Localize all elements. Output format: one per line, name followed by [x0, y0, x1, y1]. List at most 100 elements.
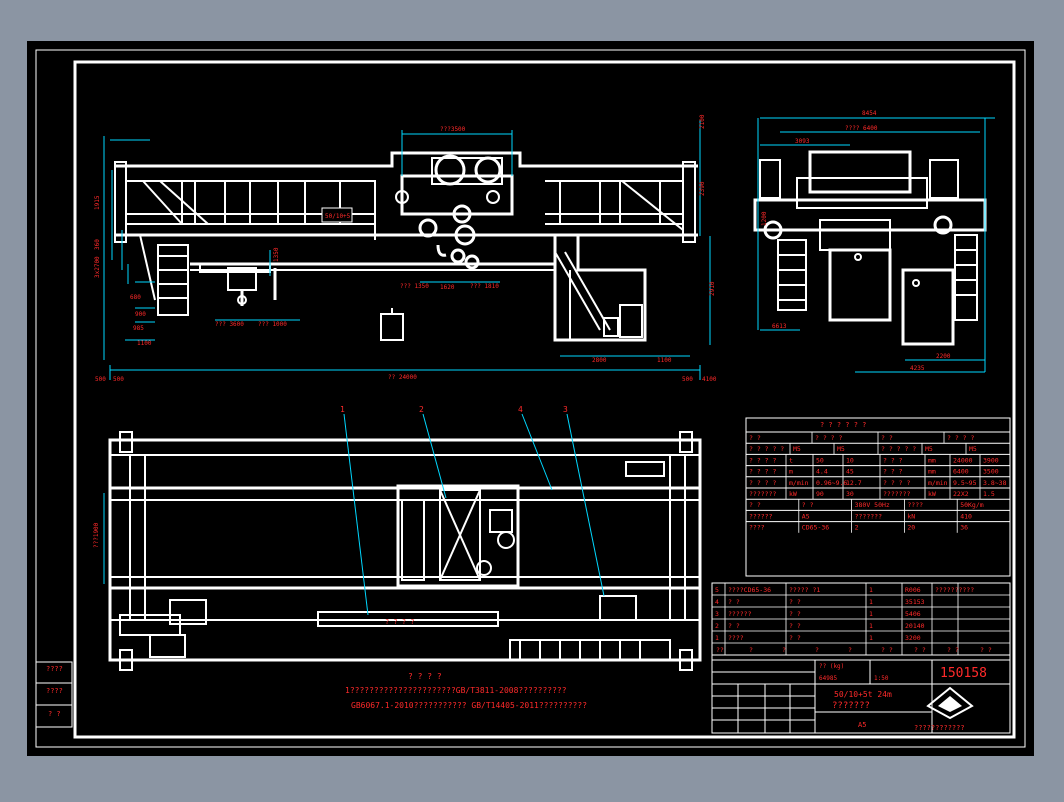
spec-cell: t: [789, 456, 793, 464]
parts-cell: ??????????: [935, 586, 974, 594]
mini-label-2: ????: [46, 687, 63, 695]
product-spec: 50/10+5t 24m: [834, 690, 892, 699]
notes-line-2: GB6067.1-2010??????????? GB/T14405-2011?…: [351, 701, 587, 710]
drawing-number: 150158: [940, 666, 987, 681]
spec-cell: ??????: [749, 512, 773, 520]
notes-line-1: 1??????????????????????GB/T3811-2008????…: [345, 686, 567, 695]
parts-header-cell: ? ?: [881, 646, 893, 654]
spec-cell: mm: [928, 456, 936, 464]
spec-cell: M5: [793, 445, 801, 453]
parts-cell: ? ?: [789, 598, 801, 606]
dim-span: ?? 24000: [388, 374, 417, 381]
product-name: ???????: [832, 701, 870, 711]
left-mini-table: [35, 661, 73, 728]
company-logo-icon: [926, 686, 974, 720]
mini-label-1: ????: [46, 665, 63, 673]
dim-right-mid: 2390: [699, 181, 706, 196]
spec-table: ? ? ? ? ? ?? ?? ? ? ?? ?? ? ? ?? ? ? ? ?…: [745, 417, 1011, 577]
side-dim-2200: 2200: [936, 353, 951, 360]
dim-985: 985: [133, 325, 144, 332]
spec-cell: 45: [846, 468, 854, 476]
parts-cell: 3: [715, 610, 719, 618]
dim-left-1915: 1915: [94, 195, 101, 210]
title-block: [711, 654, 1011, 734]
dim-end-right2: 4100: [702, 376, 717, 383]
dim-cab-width2: 1100: [657, 357, 672, 364]
inner-frame: [73, 60, 1016, 739]
spec-cell: 30: [846, 490, 854, 498]
spec-cell: m/min: [789, 479, 809, 487]
parts-cell: 1: [869, 610, 873, 618]
spec-cell: kW: [789, 490, 797, 498]
parts-header-cell: ?: [749, 646, 753, 654]
parts-cell: ? ?: [728, 598, 740, 606]
elevation-dimensions: [103, 120, 711, 380]
parts-header-cell: ?: [782, 646, 786, 654]
spec-cell: ? ? ? ?: [947, 434, 974, 442]
spec-cell: ? ? ? ?: [749, 456, 776, 464]
parts-cell: 5406: [905, 610, 921, 618]
spec-cell: 380V 50Hz: [855, 501, 890, 509]
spec-cell: ? ?: [749, 501, 761, 509]
walkway-label: ? ? ? ?: [385, 618, 415, 626]
weight-value: 64985: [819, 675, 837, 682]
spec-cell: 22X2: [953, 490, 969, 498]
elevation-view: [114, 151, 698, 342]
parts-cell: ? ?: [728, 622, 740, 630]
dim-end-right: 500: [682, 376, 693, 383]
spec-cell: kN: [907, 512, 915, 520]
parts-cell: 35153: [905, 598, 925, 606]
spec-cell: ? ? ? ?: [815, 434, 842, 442]
mini-label-3: ? ?: [48, 710, 61, 718]
scale-value: 1:50: [874, 675, 889, 682]
elevation-dim-labels: ???3500 2100 2390 2910 1915 360 3x2700 6…: [94, 114, 717, 383]
plan-labels: 1 2 4 3 ? ? ? ? ???1900: [93, 405, 568, 626]
parts-cell: ? ?: [789, 610, 801, 618]
spec-cell: 410: [960, 512, 972, 520]
spec-cell: ? ? ? ? ?: [881, 445, 916, 453]
parts-cell: 1: [869, 622, 873, 630]
spec-cell: 4.4: [816, 468, 828, 476]
dim-v1350: 1350: [273, 247, 280, 262]
spec-cell: ????: [749, 524, 765, 532]
spec-cell: ???????: [883, 490, 910, 498]
spec-cell: ? ? ? ?: [883, 479, 910, 487]
dim-right-low: 2910: [709, 281, 716, 296]
dim-left-360: 360: [94, 239, 101, 250]
parts-header-cell: ??: [716, 646, 724, 654]
spec-cell: 3500: [983, 468, 999, 476]
left-mini-labels: ???? ???? ? ?: [46, 665, 63, 718]
parts-header-cell: ? ?: [914, 646, 926, 654]
technical-notes: ? ? ? ? 1??????????????????????GB/T3811-…: [345, 672, 587, 710]
parts-cell: 1: [869, 586, 873, 594]
spec-cell: 10: [846, 456, 854, 464]
side-dim-4235: 4235: [910, 365, 925, 372]
title-block-text: 150158 ?? (kg) 64985 1:50 50/10+5t 24m ?…: [819, 663, 987, 732]
parts-cell: 1: [869, 598, 873, 606]
plan-leaders: [103, 413, 605, 616]
spec-cell: M5: [969, 445, 977, 453]
parts-header-cell: ?: [815, 646, 819, 654]
spec-cell: 12.7: [846, 479, 862, 487]
spec-cell: 50: [816, 456, 824, 464]
grade: A5: [858, 721, 866, 729]
parts-cell: ??????: [728, 610, 752, 618]
spec-cell: CD65-36: [802, 524, 829, 532]
side-dim-bot-left: 6613: [772, 323, 787, 330]
dim-1000: ??? 1000: [258, 321, 287, 328]
parts-header-cell: ?: [848, 646, 852, 654]
capacity-box: 50/10+5: [325, 213, 351, 220]
spec-cell: 90: [816, 490, 824, 498]
parts-cell: ????? ?1: [789, 586, 820, 594]
spec-cell: ????: [907, 501, 923, 509]
side-dimensions: [757, 117, 995, 373]
parts-cell: ? ?: [789, 622, 801, 630]
spec-cell: 3900: [983, 456, 999, 464]
side-dim-h-left: 1200: [761, 211, 768, 226]
callout-2: 2: [419, 405, 424, 414]
spec-cell: kW: [928, 490, 936, 498]
spec-cell: 6400: [953, 468, 969, 476]
dim-right-top: 2100: [699, 114, 706, 129]
